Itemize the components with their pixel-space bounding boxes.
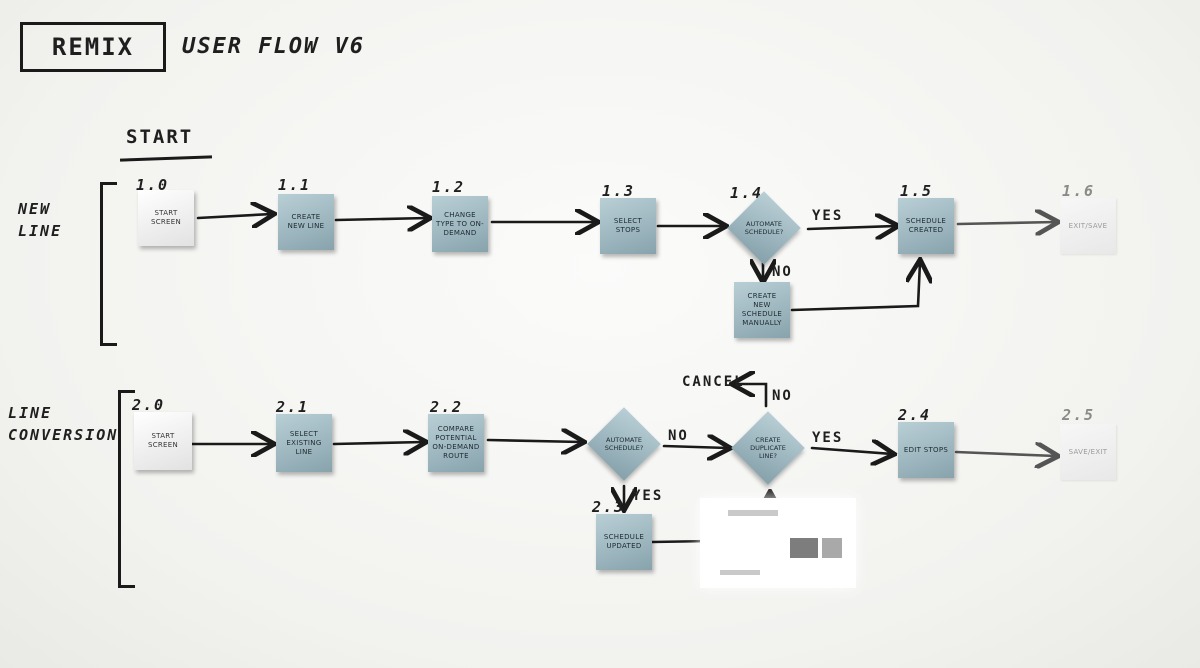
node-2-2-text: COMPARE POTENTIAL ON-DEMAND ROUTE — [432, 425, 480, 460]
screenshot-block — [790, 538, 818, 558]
node-2-3: SCHEDULE UPDATED — [596, 514, 652, 570]
node-2-1-text: SELECT EXISTING LINE — [286, 429, 322, 456]
node-2-1-number: 2.1 — [276, 398, 310, 416]
node-2-5-text: SAVE/EXIT — [1068, 447, 1108, 456]
node-1-4-manual: CREATE NEW SCHEDULE MANUALLY — [734, 282, 790, 338]
flow-title: USER FLOW V6 — [182, 34, 365, 59]
node-2-2: COMPARE POTENTIAL ON-DEMAND ROUTE — [428, 414, 484, 472]
remix-logo-box: REMIX — [20, 22, 166, 72]
edge-label-yes-3: YES — [812, 430, 844, 446]
node-1-0-number: 1.0 — [136, 176, 170, 194]
arrow-manual-to-1-5 — [790, 262, 920, 312]
node-1-4-manual-text: CREATE NEW SCHEDULE MANUALLY — [741, 292, 783, 327]
pasted-screenshot — [700, 498, 856, 588]
node-1-2: CHANGE TYPE TO ON-DEMAND — [432, 196, 488, 252]
node-1-3-text: SELECT STOPS — [613, 217, 643, 234]
node-1-0-text: START SCREEN — [150, 209, 182, 226]
node-2-0-text: START SCREEN — [147, 432, 179, 449]
decision-2-duplicate: CREATE DUPLICATE LINE? — [730, 410, 806, 486]
start-label: START — [126, 126, 194, 148]
arrow-dup-yes — [810, 448, 892, 454]
edge-label-yes-1: YES — [812, 208, 844, 224]
arrow-2-1-to-2-2 — [332, 442, 424, 444]
node-1-0: START SCREEN — [138, 190, 194, 246]
node-2-4: EDIT STOPS — [898, 422, 954, 478]
decision-1-4-text: AUTOMATE SCHEDULE? — [744, 220, 784, 236]
arrow-1-0-to-1-1 — [196, 214, 272, 218]
arrow-2-4-to-2-5 — [954, 452, 1056, 456]
node-2-0: START SCREEN — [134, 412, 192, 470]
edge-label-no-1: NO — [772, 264, 793, 280]
logo-text: REMIX — [51, 33, 135, 61]
screenshot-block — [822, 538, 842, 558]
lane-bracket-new-line — [100, 182, 117, 346]
lane-label-line-conversion: LINE CONVERSION — [8, 404, 119, 444]
node-1-4-number: 1.4 — [730, 184, 764, 202]
node-1-6-number: 1.6 — [1062, 182, 1096, 200]
arrow-1-4-yes — [806, 226, 896, 229]
node-1-1-number: 1.1 — [278, 176, 312, 194]
decision-2-automate-text: AUTOMATE SCHEDULE? — [604, 436, 644, 452]
node-1-5-number: 1.5 — [900, 182, 934, 200]
node-1-2-text: CHANGE TYPE TO ON-DEMAND — [436, 210, 485, 237]
node-2-3-text: SCHEDULE UPDATED — [603, 533, 645, 550]
node-1-1: CREATE NEW LINE — [278, 194, 334, 250]
node-1-6-text: EXIT/SAVE — [1068, 221, 1108, 230]
node-1-2-number: 1.2 — [432, 178, 466, 196]
decision-1-4: AUTOMATE SCHEDULE? — [726, 190, 802, 266]
arrow-1-1-to-1-2 — [334, 218, 428, 220]
decision-2-automate: AUTOMATE SCHEDULE? — [586, 406, 662, 482]
node-2-5: SAVE/EXIT — [1060, 424, 1116, 480]
node-2-0-number: 2.0 — [132, 396, 166, 414]
screenshot-bar — [728, 510, 778, 516]
node-1-3-number: 1.3 — [602, 182, 636, 200]
edge-label-no-2: NO — [668, 428, 689, 444]
node-2-1: SELECT EXISTING LINE — [276, 414, 332, 472]
node-1-5-text: SCHEDULE CREATED — [905, 217, 947, 234]
arrow-auto-no — [662, 446, 728, 448]
edge-label-cancel: CANCEL — [682, 374, 745, 390]
arrow-1-5-to-1-6 — [956, 222, 1056, 224]
arrow-dup-no-cancel — [734, 384, 768, 408]
node-2-3-number: 2.3 — [592, 498, 626, 516]
screenshot-bar — [720, 570, 760, 575]
node-2-4-text: EDIT STOPS — [903, 445, 949, 454]
node-1-5: SCHEDULE CREATED — [898, 198, 954, 254]
node-2-4-number: 2.4 — [898, 406, 932, 424]
lane-bracket-line-conversion — [118, 390, 135, 588]
lane-label-new-line: NEW LINE — [18, 200, 63, 240]
node-2-2-number: 2.2 — [430, 398, 464, 416]
arrow-2-2-to-auto — [486, 440, 582, 442]
decision-2-duplicate-text: CREATE DUPLICATE LINE? — [750, 436, 786, 460]
node-1-1-text: CREATE NEW LINE — [287, 213, 325, 230]
edge-label-yes-2: YES — [632, 488, 664, 504]
node-1-6: EXIT/SAVE — [1060, 198, 1116, 254]
node-1-3: SELECT STOPS — [600, 198, 656, 254]
edge-label-no-3: NO — [772, 388, 793, 404]
node-2-5-number: 2.5 — [1062, 406, 1096, 424]
